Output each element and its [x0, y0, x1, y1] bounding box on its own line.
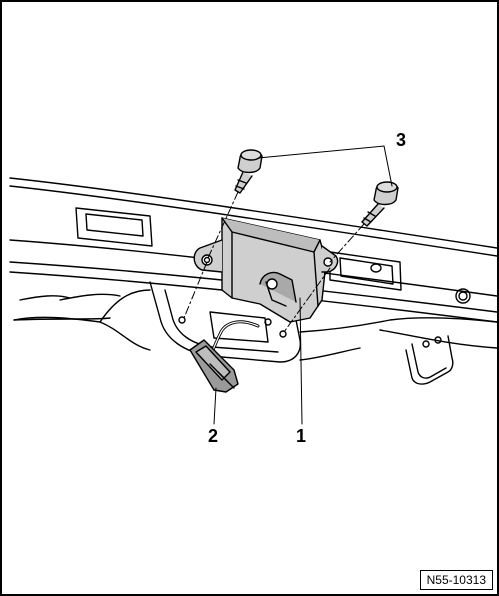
callout-3: 3	[396, 130, 406, 150]
alignment-lines	[183, 191, 365, 333]
panel-hole	[455, 288, 471, 304]
bolt-left	[234, 149, 263, 194]
electrical-connector	[189, 320, 260, 393]
figure-id-label: N55-10313	[419, 570, 493, 590]
right-slot	[329, 251, 402, 291]
leader-lines	[213, 145, 393, 425]
tailgate-panel	[9, 177, 498, 361]
bolt-right	[361, 181, 399, 227]
side-bracket	[405, 335, 454, 385]
left-slot	[75, 207, 153, 247]
tailgate-lock-unit	[193, 217, 339, 323]
callout-2: 2	[208, 426, 218, 446]
callout-1: 1	[296, 426, 306, 446]
